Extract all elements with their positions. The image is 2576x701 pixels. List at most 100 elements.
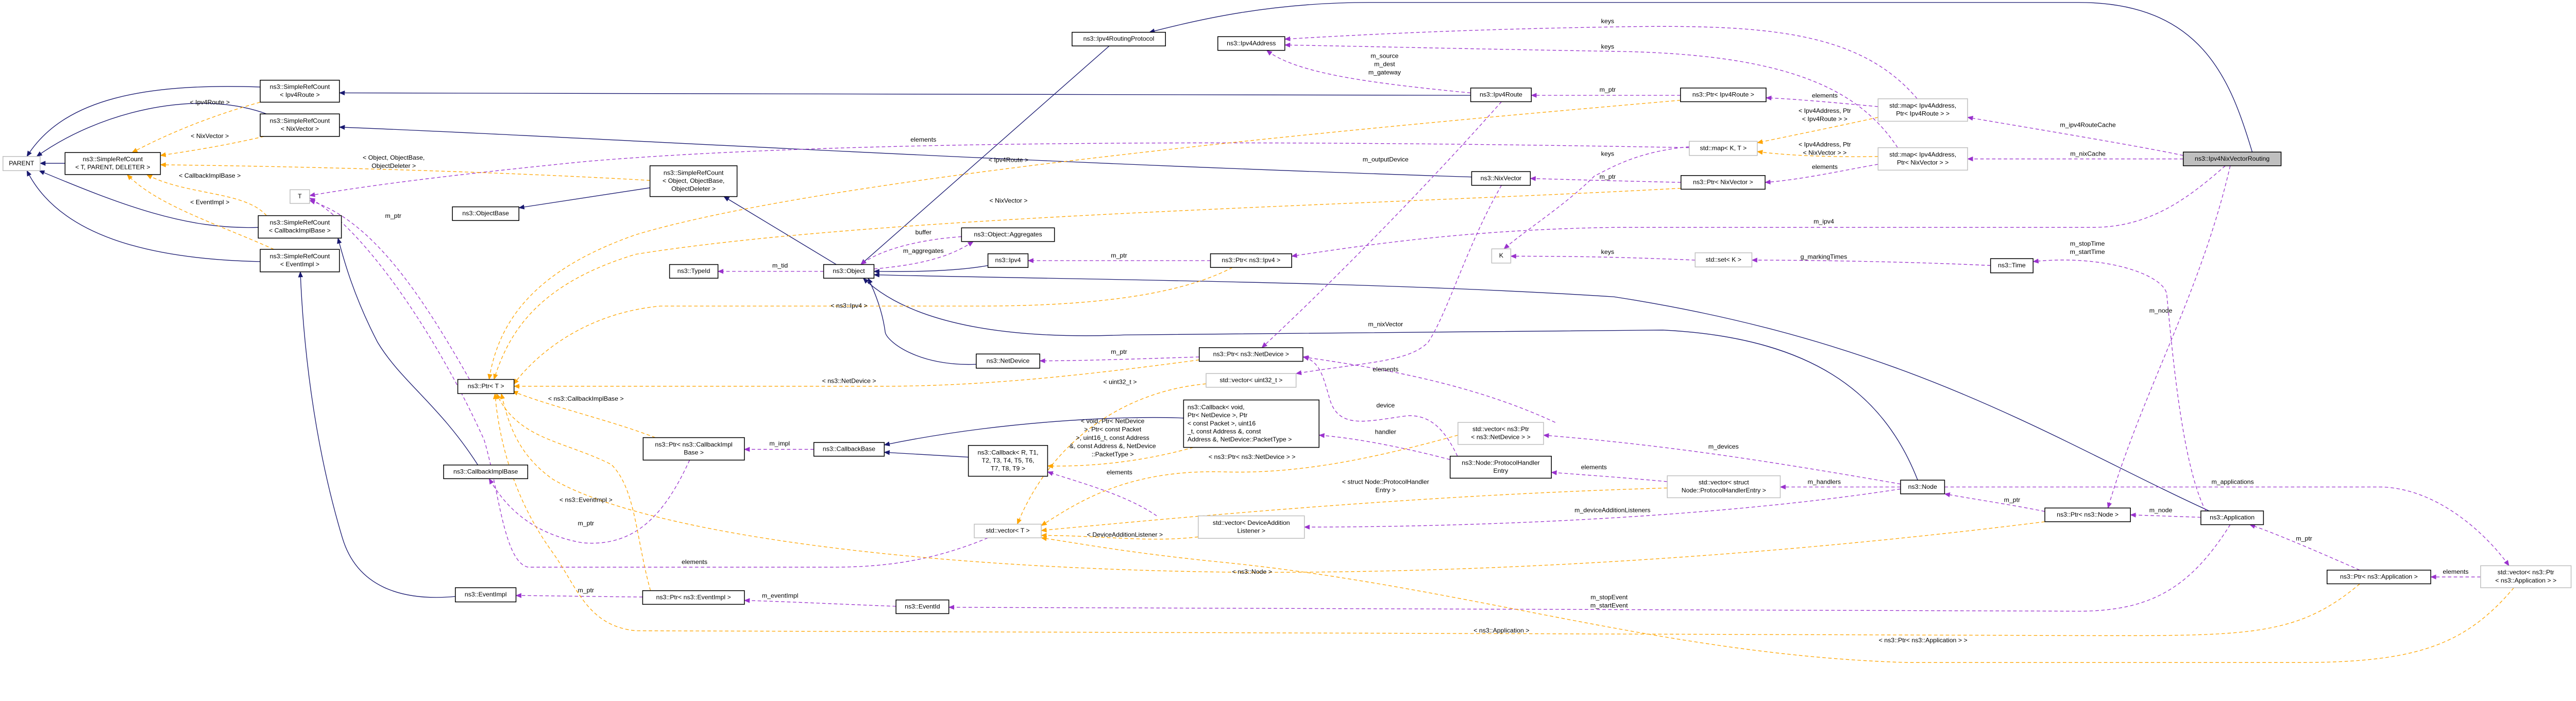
- class-node-mapNix[interactable]: std::map< Ipv4Address,Ptr< NixVector > >: [1877, 147, 1968, 171]
- class-node-object[interactable]: ns3::Object: [823, 264, 875, 279]
- edge-label-text: m_eventImpl: [762, 592, 799, 599]
- edge-tmpl-mapRoute: [1756, 117, 1878, 144]
- class-node-mapRoute[interactable]: std::map< Ipv4Address,Ptr< Ipv4Route > >: [1877, 98, 1968, 122]
- edge-label-text: elements: [1581, 464, 1607, 471]
- class-node-srcNix[interactable]: ns3::SimpleRefCount< NixVector >: [260, 113, 340, 137]
- class-node-box: [1183, 399, 1320, 448]
- class-node-box: [1877, 98, 1968, 122]
- class-node-mapKT[interactable]: std::map< K, T >: [1689, 141, 1758, 156]
- class-node-netDevice[interactable]: ns3::NetDevice: [976, 353, 1040, 369]
- class-node-box: [642, 437, 745, 461]
- class-node-parent[interactable]: PARENT: [2, 156, 41, 172]
- class-node-label: ns3::SimpleRefCount: [270, 219, 330, 226]
- class-node-vecDevAdd[interactable]: std::vector< DeviceAdditionListener >: [1198, 515, 1305, 539]
- class-node-vecPtrNetDevice[interactable]: std::vector< ns3::Ptr< ns3::NetDevice > …: [1458, 422, 1544, 445]
- edge-use-vecDevAdd-elements: [1047, 471, 1157, 517]
- class-node-label: < Ipv4Route >: [280, 91, 319, 98]
- class-node-label: std::vector< uint32_t >: [1219, 377, 1282, 384]
- class-node-ptrNix[interactable]: ns3::Ptr< NixVector >: [1681, 175, 1766, 190]
- class-node-vecPtrApp[interactable]: std::vector< ns3::Ptr< ns3::Application …: [2480, 565, 2572, 588]
- class-node-eventImpl[interactable]: ns3::EventImpl: [455, 587, 517, 603]
- edge-use-mapRoute-keys: [1284, 26, 1918, 99]
- edge-tmpl-srcNix: [160, 136, 264, 157]
- class-node-srcObject[interactable]: ns3::SimpleRefCount< Object, ObjectBase,…: [649, 165, 738, 197]
- class-node-typeId[interactable]: ns3::TypeId: [669, 264, 719, 279]
- class-node-ipv4[interactable]: ns3::Ipv4: [987, 253, 1029, 268]
- class-node-ptrApp[interactable]: ns3::Ptr< ns3::Application >: [2327, 570, 2431, 585]
- class-node-T[interactable]: T: [290, 189, 310, 204]
- edge-label-text: elements: [1107, 469, 1132, 476]
- class-node-vecProto[interactable]: std::vector< structNode::ProtocolHandler…: [1667, 475, 1781, 499]
- class-node-callbackVoid[interactable]: ns3::Callback< void,Ptr< NetDevice >, Pt…: [1183, 399, 1320, 448]
- class-node-label: ns3::Time: [1998, 262, 2026, 269]
- edge-use-mapKT-keys: [1503, 146, 1689, 249]
- edge-label-text: m_deviceAdditionListeners: [1574, 506, 1650, 514]
- class-node-label: Ptr< Ipv4Route > >: [1896, 110, 1950, 117]
- class-node-label: ns3::Ipv4RoutingProtocol: [1083, 35, 1155, 42]
- edge-inherit-callbackVoid-cbBase: [884, 417, 1184, 447]
- class-node-label: ns3::NixVector: [1481, 175, 1521, 182]
- class-node-ipv4Route[interactable]: ns3::Ipv4Route: [1470, 88, 1532, 102]
- class-node-label: < const Packet >, uint16: [1188, 420, 1256, 427]
- class-node-objectBase[interactable]: ns3::ObjectBase: [452, 206, 519, 221]
- class-node-nixVector[interactable]: ns3::NixVector: [1471, 171, 1531, 186]
- edge-label-text: m_startEvent: [1590, 602, 1628, 609]
- edge-inherit-netDevice-object: [868, 278, 976, 365]
- class-node-ptrT[interactable]: ns3::Ptr< T >: [457, 379, 515, 394]
- edge-use-ipv4Route-addresses: [1266, 50, 1471, 94]
- class-node-time[interactable]: ns3::Time: [1990, 258, 2034, 273]
- edge-label-text: < ns3::EventImpl >: [560, 496, 613, 503]
- edge-use-mapRoute-elements: [1765, 95, 1878, 107]
- class-node-srcCb[interactable]: ns3::SimpleRefCount< CallbackImplBase >: [258, 215, 342, 239]
- edge-label-text: < DeviceAdditionListener >: [1087, 531, 1163, 538]
- class-node-ptrEventImpl[interactable]: ns3::Ptr< ns3::EventImpl >: [642, 590, 745, 605]
- class-node-label: ns3::CallbackImplBase: [453, 468, 518, 475]
- edge-label: m_ptr: [1600, 173, 1616, 180]
- class-node-box: [457, 379, 515, 394]
- class-node-ptrNetDevice[interactable]: ns3::Ptr< ns3::NetDevice >: [1198, 347, 1303, 362]
- edge-use-m_time: [2032, 259, 2206, 511]
- class-node-vectorT[interactable]: std::vector< T >: [974, 523, 1042, 538]
- edge-label-text: < struct Node::ProtocolHandler: [1342, 478, 1429, 485]
- edge-inherit-nixVector-srcNix: [338, 125, 1472, 178]
- class-node-srcIpv4Route[interactable]: ns3::SimpleRefCount< Ipv4Route >: [260, 79, 340, 103]
- class-node-eventId[interactable]: ns3::EventId: [895, 600, 950, 614]
- edge-label: m_applications: [2211, 478, 2253, 485]
- edge-label-text: < NixVector >: [989, 197, 1027, 204]
- class-node-protoHandler[interactable]: ns3::Node::ProtocolHandlerEntry: [1449, 455, 1552, 479]
- edge-use-g_markingTimes: [1751, 258, 1991, 266]
- class-node-box: [290, 189, 310, 204]
- edge-label-text: m_node: [2149, 307, 2173, 314]
- edge-tmpl-vecPtrApp: [1041, 536, 2514, 663]
- class-node-cbBase[interactable]: ns3::CallbackBase: [813, 442, 885, 457]
- class-node-srcTPD[interactable]: ns3::SimpleRefCount< T, PARENT, DELETER …: [64, 152, 161, 175]
- class-node-routingProto[interactable]: ns3::Ipv4RoutingProtocol: [1072, 31, 1166, 46]
- class-node-cbImplBase[interactable]: ns3::CallbackImplBase: [443, 465, 529, 480]
- class-node-vecUint[interactable]: std::vector< uint32_t >: [1206, 373, 1297, 388]
- class-node-box: [260, 113, 340, 137]
- class-node-ptrIpv4[interactable]: ns3::Ptr< ns3::Ipv4 >: [1210, 253, 1292, 268]
- edge-label-text: m_ipv4RouteCache: [2060, 121, 2115, 128]
- class-node-srcEvent[interactable]: ns3::SimpleRefCount< EventImpl >: [260, 249, 340, 272]
- class-node-ptrIpv4Route[interactable]: ns3::Ptr< Ipv4Route >: [1680, 88, 1767, 102]
- edge-tmpl-mapNix: [1756, 150, 1878, 157]
- edge-label: < ns3::Node >: [1232, 568, 1272, 575]
- class-node-focus[interactable]: ns3::Ipv4NixVectorRouting: [2182, 151, 2282, 166]
- edge-use-ptrNode-mptr: [1944, 492, 2045, 512]
- class-node-box: [2200, 510, 2264, 525]
- edge-label-text: elements: [1812, 92, 1838, 99]
- edge-label: m_ptr: [1600, 86, 1616, 93]
- class-node-ptrCbImpl[interactable]: ns3::Ptr< ns3::CallbackImplBase >: [642, 437, 745, 461]
- class-node-callbackR[interactable]: ns3::Callback< R, T1,T2, T3, T4, T5, T6,…: [968, 445, 1048, 477]
- class-node-node[interactable]: ns3::Node: [1900, 480, 1945, 494]
- class-node-box: [1681, 175, 1766, 190]
- class-node-K[interactable]: K: [1491, 248, 1512, 264]
- edge-label: < ns3::Ipv4 >: [831, 302, 867, 310]
- class-node-aggregates[interactable]: ns3::Object::Aggregates: [961, 227, 1055, 242]
- class-node-application[interactable]: ns3::Application: [2200, 510, 2264, 525]
- class-node-box: [258, 215, 342, 239]
- class-node-ptrNode[interactable]: ns3::Ptr< ns3::Node >: [2044, 507, 2131, 522]
- class-node-ipv4Address[interactable]: ns3::Ipv4Address: [1217, 36, 1285, 51]
- class-node-setK[interactable]: std::set< K >: [1694, 252, 1753, 268]
- edge-label-text: g_markingTimes: [1801, 253, 1848, 261]
